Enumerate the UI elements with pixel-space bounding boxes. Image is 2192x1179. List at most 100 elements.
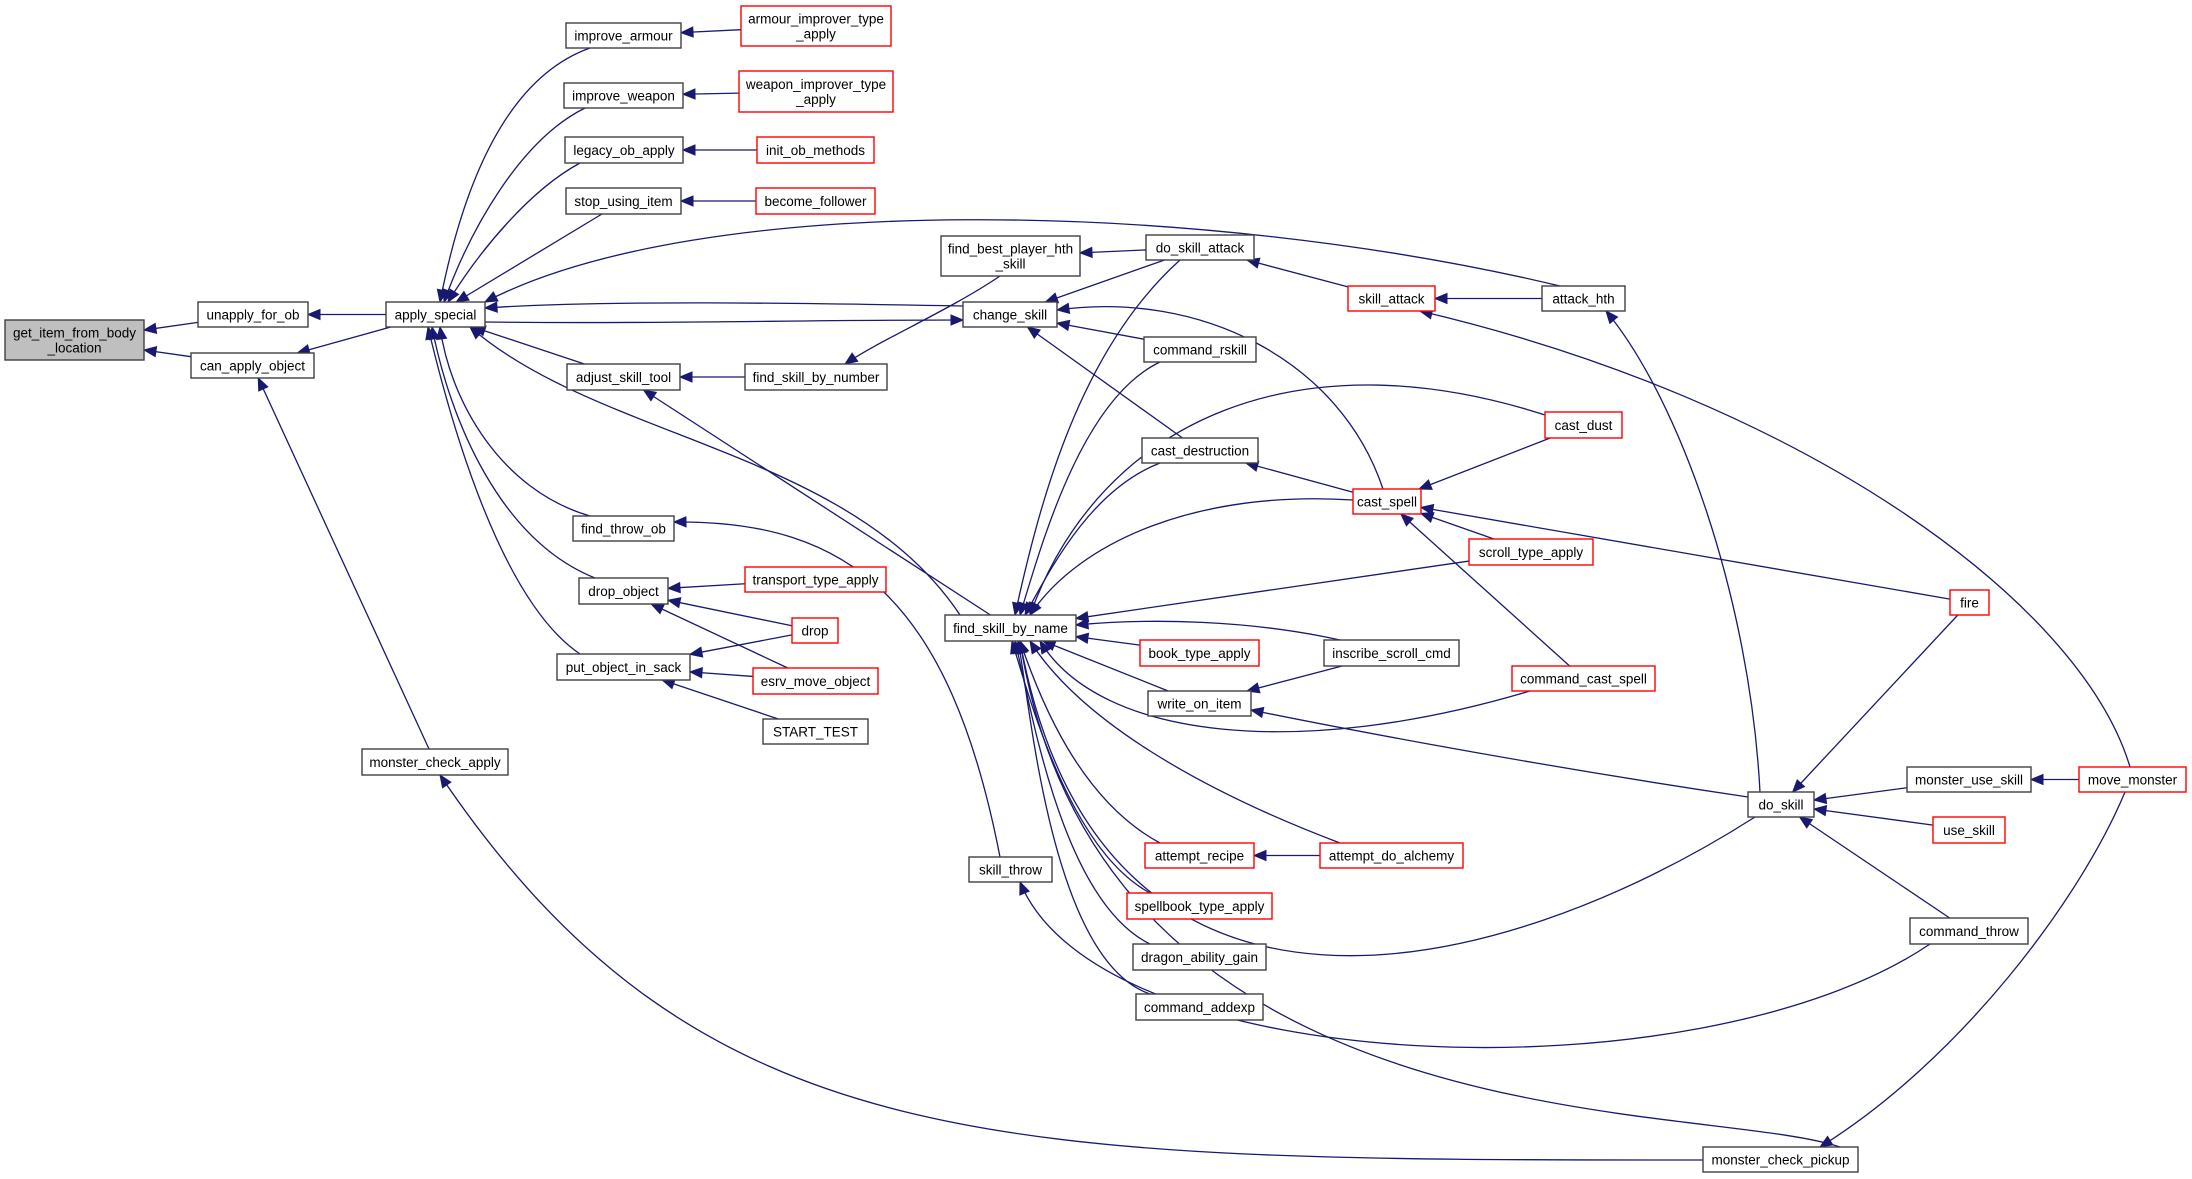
edge-attempt_do_alchemy-to-find_skill_by_name (1029, 639, 1341, 844)
node-box (1141, 437, 1259, 464)
edge-line (1075, 560, 1470, 620)
node-unapply-for-ob[interactable]: unapply_for_ob (197, 301, 309, 328)
node-become-follower[interactable]: become_follower (755, 187, 876, 215)
node-find-skill-by-number[interactable]: find_skill_by_number (744, 363, 888, 391)
arrowhead-icon (1019, 880, 1031, 896)
node-command-cast-spell[interactable]: command_cast_spell (1511, 665, 1656, 692)
node-label: apply_special (395, 308, 477, 323)
edge-find_throw_ob-to-apply_special (435, 325, 591, 517)
edge-line (1420, 506, 1951, 600)
node-attempt-do-alchemy[interactable]: attempt_do_alchemy (1319, 842, 1464, 869)
node-improve-weapon[interactable]: improve_weapon (563, 82, 684, 109)
node-cast-spell[interactable]: cast_spell (1352, 488, 1422, 515)
node-transport-type-apply[interactable]: transport_type_apply (744, 566, 887, 593)
edge-line (1245, 462, 1354, 493)
node-weapon-improver-type-apply[interactable]: weapon_improver_type_apply (738, 70, 894, 113)
node-box (565, 22, 682, 49)
arrowhead-icon (439, 773, 452, 789)
node-monster-check-pickup[interactable]: monster_check_pickup (1702, 1146, 1859, 1173)
node-attack-hth[interactable]: attack_hth (1541, 285, 1626, 312)
node-label: armour_improver_type (748, 12, 884, 27)
arrowhead-icon (1798, 816, 1814, 829)
node-cast-dust[interactable]: cast_dust (1544, 411, 1623, 439)
node-skill-throw[interactable]: skill_throw (968, 856, 1053, 883)
edge-transport_type_apply-to-drop_object (666, 581, 746, 594)
edge-line (1246, 665, 1343, 692)
node-adjust-skill-tool[interactable]: adjust_skill_tool (566, 363, 681, 391)
node-esrv-move-object[interactable]: esrv_move_object (752, 667, 879, 695)
node-book-type-apply[interactable]: book_type_apply (1139, 639, 1260, 667)
edge-line (667, 599, 793, 627)
node-improve-armour[interactable]: improve_armour (565, 22, 682, 49)
node-drop-object[interactable]: drop_object (578, 577, 669, 605)
node-move-monster[interactable]: move_monster (2078, 766, 2187, 793)
node-label: attempt_recipe (1155, 849, 1244, 864)
node-drop[interactable]: drop (791, 617, 839, 644)
edge-attack_hth-to-apply_special (483, 219, 1561, 303)
edge-line (1019, 640, 1161, 844)
edge-inscribe_scroll_cmd-to-write_on_item (1245, 665, 1343, 694)
node-label: find_best_player_hth (948, 242, 1073, 257)
node-box (1323, 639, 1460, 667)
node-label: drop_object (588, 584, 659, 599)
node-dragon-ability-gain[interactable]: dragon_ability_gain (1132, 943, 1267, 971)
node-box (572, 515, 675, 542)
node-find-skill-by-name[interactable]: find_skill_by_name (944, 614, 1077, 642)
edge-use_skill-to-do_skill (1812, 804, 1934, 826)
node-box (1949, 589, 1990, 616)
node-label: improve_armour (574, 29, 673, 44)
node-can-apply-object[interactable]: can_apply_object (190, 352, 315, 379)
edge-attempt_recipe-to-find_skill_by_name (1018, 639, 1161, 844)
node-do-skill[interactable]: do_skill (1747, 791, 1815, 818)
node-cast-destruction[interactable]: cast_destruction (1141, 437, 1259, 464)
node-find-throw-ob[interactable]: find_throw_ob (572, 515, 675, 542)
node-armour-improver-type-apply[interactable]: armour_improver_type_apply (740, 5, 892, 47)
node-apply-special[interactable]: apply_special (385, 301, 486, 328)
edge-unapply_for_ob-to-get_item_from_body_location (142, 321, 199, 334)
arrowhead-icon (1417, 479, 1433, 490)
node-do-skill-attack[interactable]: do_skill_attack (1145, 234, 1255, 261)
edge-line (1014, 640, 1151, 945)
edge-weapon_improver_type_apply-to-improve_weapon (681, 88, 740, 100)
edge-change_skill-to-apply_special (483, 301, 964, 313)
node-start-test[interactable]: START_TEST (762, 718, 869, 745)
edge-apply_special-to-can_apply_object (296, 326, 391, 356)
node-box (1143, 336, 1257, 363)
node-get-item-from-body-location[interactable]: get_item_from_body_location (4, 319, 145, 361)
node-inscribe-scroll-cmd[interactable]: inscribe_scroll_cmd (1323, 639, 1460, 667)
node-spellbook-type-apply[interactable]: spellbook_type_apply (1126, 892, 1273, 920)
node-label: book_type_apply (1148, 646, 1250, 661)
node-monster-check-apply[interactable]: monster_check_apply (361, 748, 509, 776)
node-scroll-type-apply[interactable]: scroll_type_apply (1468, 538, 1594, 566)
node-box (1147, 690, 1252, 717)
edge-do_skill-to-write_on_item (1249, 706, 1749, 798)
edge-inscribe_scroll_cmd-to-find_skill_by_name (1074, 618, 1341, 641)
edge-book_type_apply-to-find_skill_by_name (1074, 632, 1141, 646)
node-change-skill[interactable]: change_skill (962, 301, 1058, 328)
node-find-best-player-hth-skill[interactable]: find_best_player_hth_skill (940, 235, 1081, 277)
node-monster-use-skill[interactable]: monster_use_skill (1906, 766, 2032, 793)
node-attempt-recipe[interactable]: attempt_recipe (1144, 842, 1255, 869)
node-legacy-ob-apply[interactable]: legacy_ob_apply (564, 136, 684, 164)
edge-esrv_move_object-to-put_object_in_sack (688, 667, 754, 679)
arrowhead-icon (447, 288, 460, 304)
node-init-ob-methods[interactable]: init_ob_methods (756, 136, 875, 164)
node-box (1145, 234, 1255, 261)
edge-cast_destruction-to-find_skill_by_name (1024, 462, 1161, 617)
node-box (1139, 639, 1260, 667)
arrowhead-icon (1419, 503, 1435, 516)
node-command-throw[interactable]: command_throw (1909, 917, 2029, 945)
edge-line (257, 377, 430, 750)
edge-line (1813, 787, 1908, 801)
node-command-addexp[interactable]: command_addexp (1135, 993, 1264, 1021)
edge-stop_using_item-to-apply_special (455, 213, 603, 303)
node-write-on-item[interactable]: write_on_item (1147, 690, 1252, 717)
edge-cast_spell-to-find_skill_by_name (1029, 498, 1354, 617)
node-use-skill[interactable]: use_skill (1932, 816, 2006, 844)
node-command-rskill[interactable]: command_rskill (1143, 336, 1257, 363)
node-skill-attack[interactable]: skill_attack (1347, 285, 1436, 312)
node-label: stop_using_item (574, 194, 672, 209)
node-fire[interactable]: fire (1949, 589, 1990, 616)
node-stop-using-item[interactable]: stop_using_item (565, 187, 682, 215)
node-put-object-in-sack[interactable]: put_object_in_sack (556, 653, 691, 681)
